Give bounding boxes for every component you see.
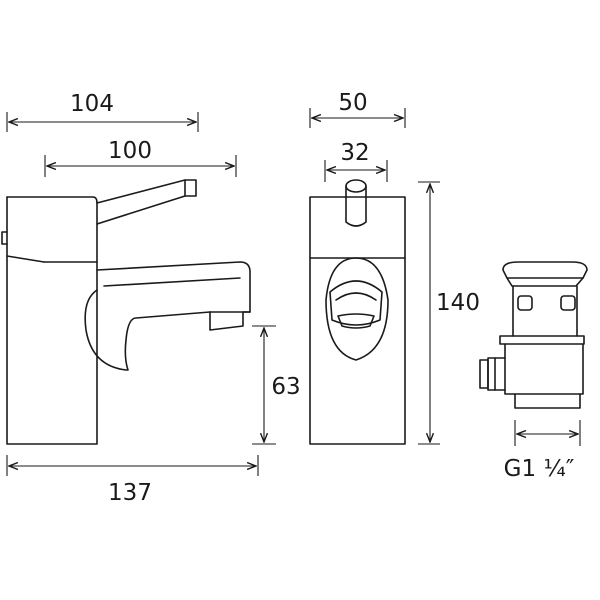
dimension-label-63: 63	[271, 374, 300, 400]
dimension-label-32: 32	[340, 140, 369, 166]
tap-side-view	[1, 179, 251, 445]
dimension-label-137: 137	[108, 480, 152, 506]
dimension-label-100: 100	[108, 138, 152, 164]
dimension-label-104: 104	[70, 91, 114, 117]
dimension-label-50: 50	[338, 90, 367, 116]
dimension-lines	[6, 108, 581, 476]
tap-front-view	[309, 179, 406, 445]
dimension-label-140: 140	[436, 290, 480, 316]
waste-fitting-view	[479, 261, 588, 409]
dimension-label-thread: G1 ¼″	[504, 456, 575, 482]
